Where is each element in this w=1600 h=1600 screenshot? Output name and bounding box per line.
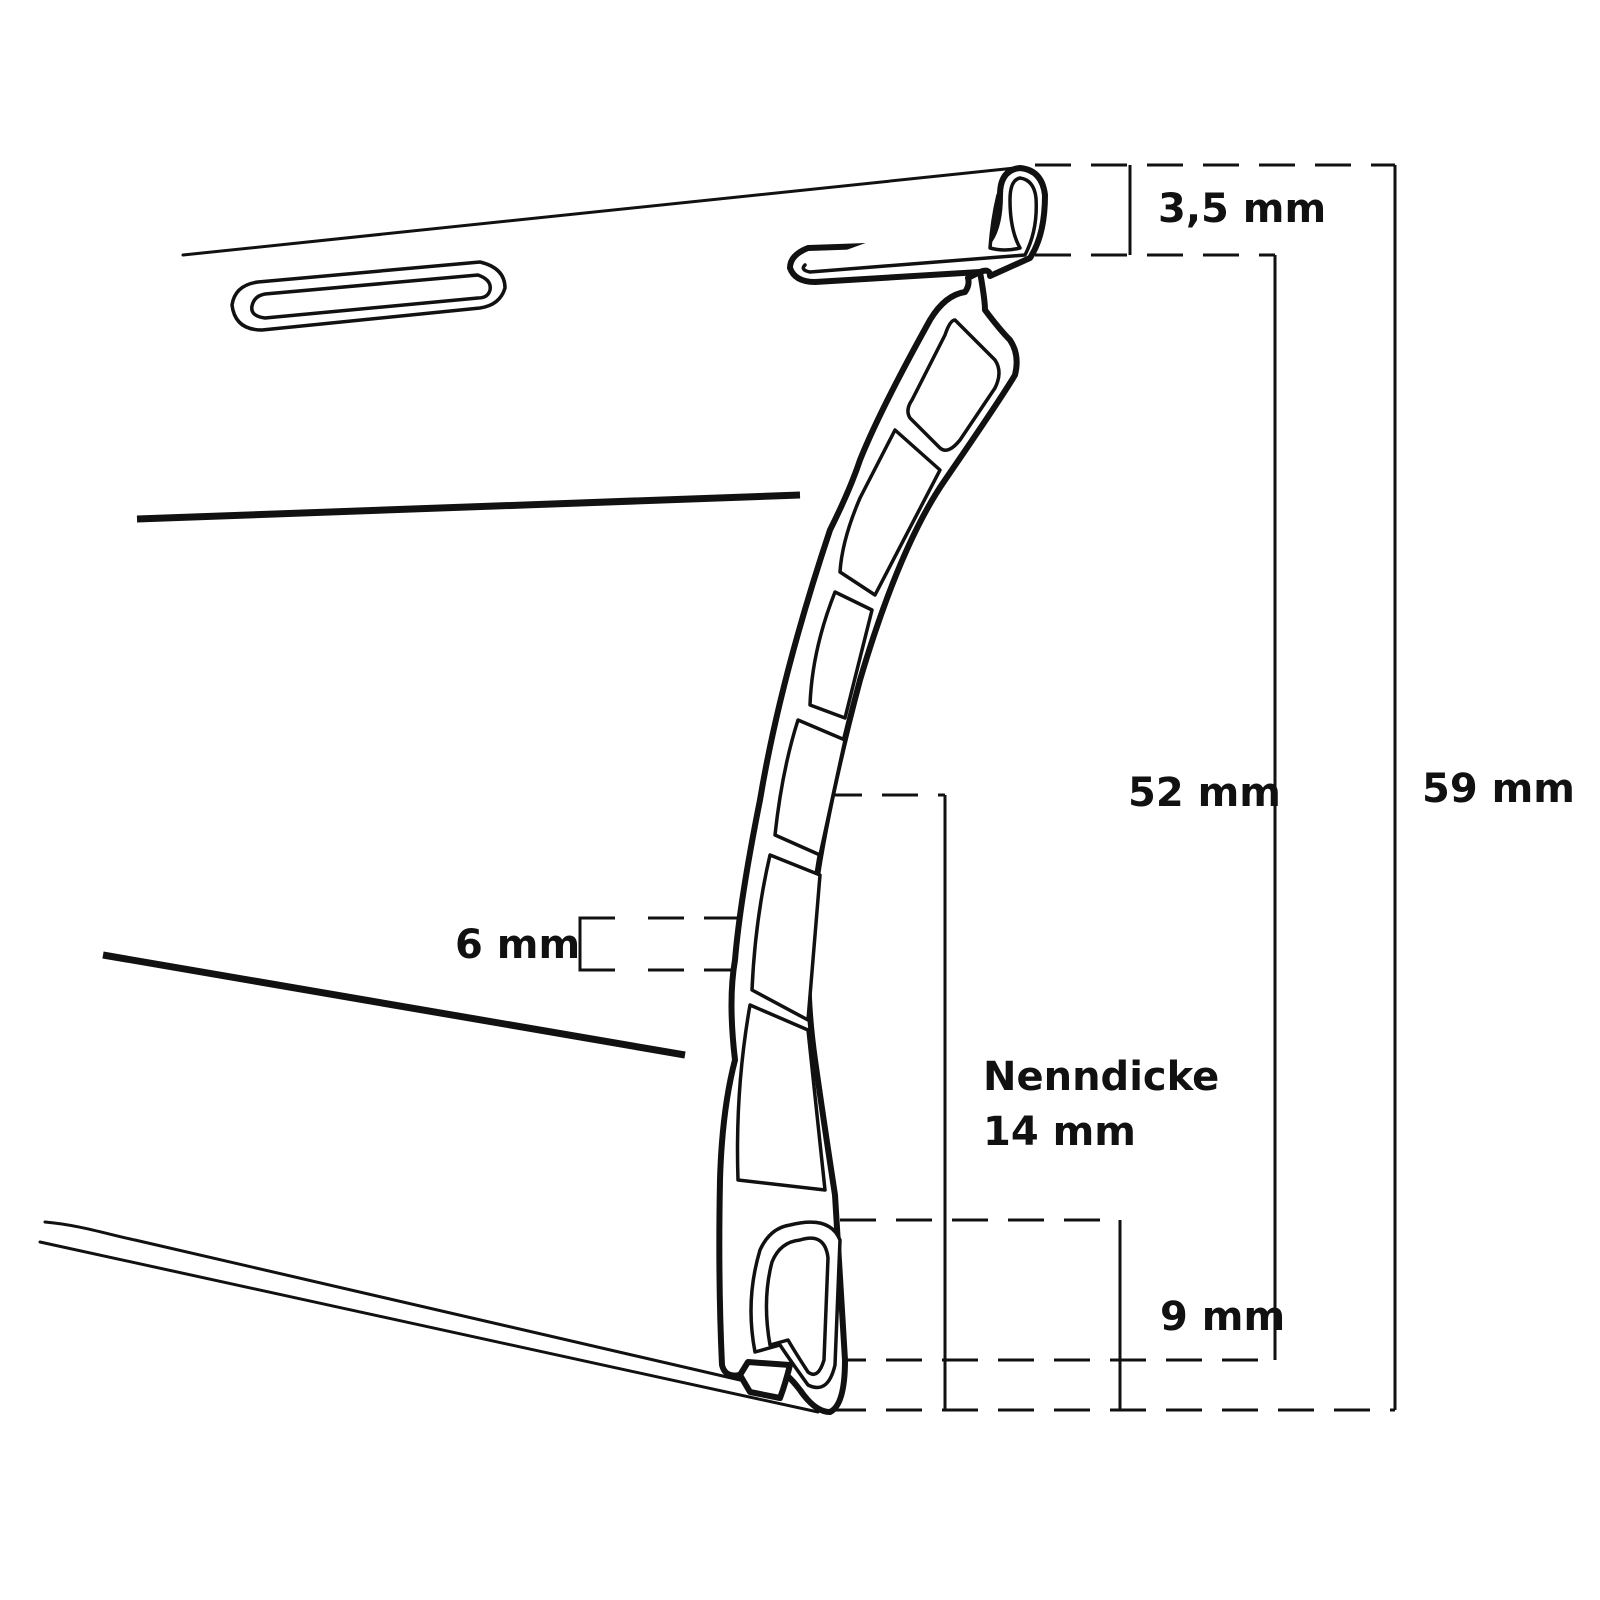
bottom-hook-label: 9 mm xyxy=(1160,1294,1285,1340)
bottom-chamber-inner xyxy=(764,1236,830,1376)
upper-slot-inner xyxy=(250,273,492,320)
chamber-gap-label: 6 mm xyxy=(455,922,580,968)
chamber-2 xyxy=(838,428,942,597)
top-hook-inner xyxy=(801,176,1039,274)
chamber-3 xyxy=(808,590,874,720)
overall-height-label: 59 mm xyxy=(1422,766,1575,812)
upper-slat-line xyxy=(181,166,1017,257)
inner-height-label: 52 mm xyxy=(1128,770,1281,816)
chamber-6 xyxy=(735,1003,827,1192)
chamber-5 xyxy=(750,853,822,1022)
lower-slat-line xyxy=(102,951,686,1059)
nominal-thickness-label: Nenndicke xyxy=(983,1054,1219,1100)
chamber-1 xyxy=(906,318,1001,452)
nominal-thickness-value: 14 mm xyxy=(983,1109,1136,1155)
hook-dimension-label: 3,5 mm xyxy=(1158,186,1326,232)
bottom-slat-lines xyxy=(38,1220,820,1414)
middle-slat-line xyxy=(136,491,801,523)
chamber-gap-bracket xyxy=(578,916,615,972)
chamber-4 xyxy=(773,718,847,857)
bottom-foot xyxy=(737,1359,793,1401)
